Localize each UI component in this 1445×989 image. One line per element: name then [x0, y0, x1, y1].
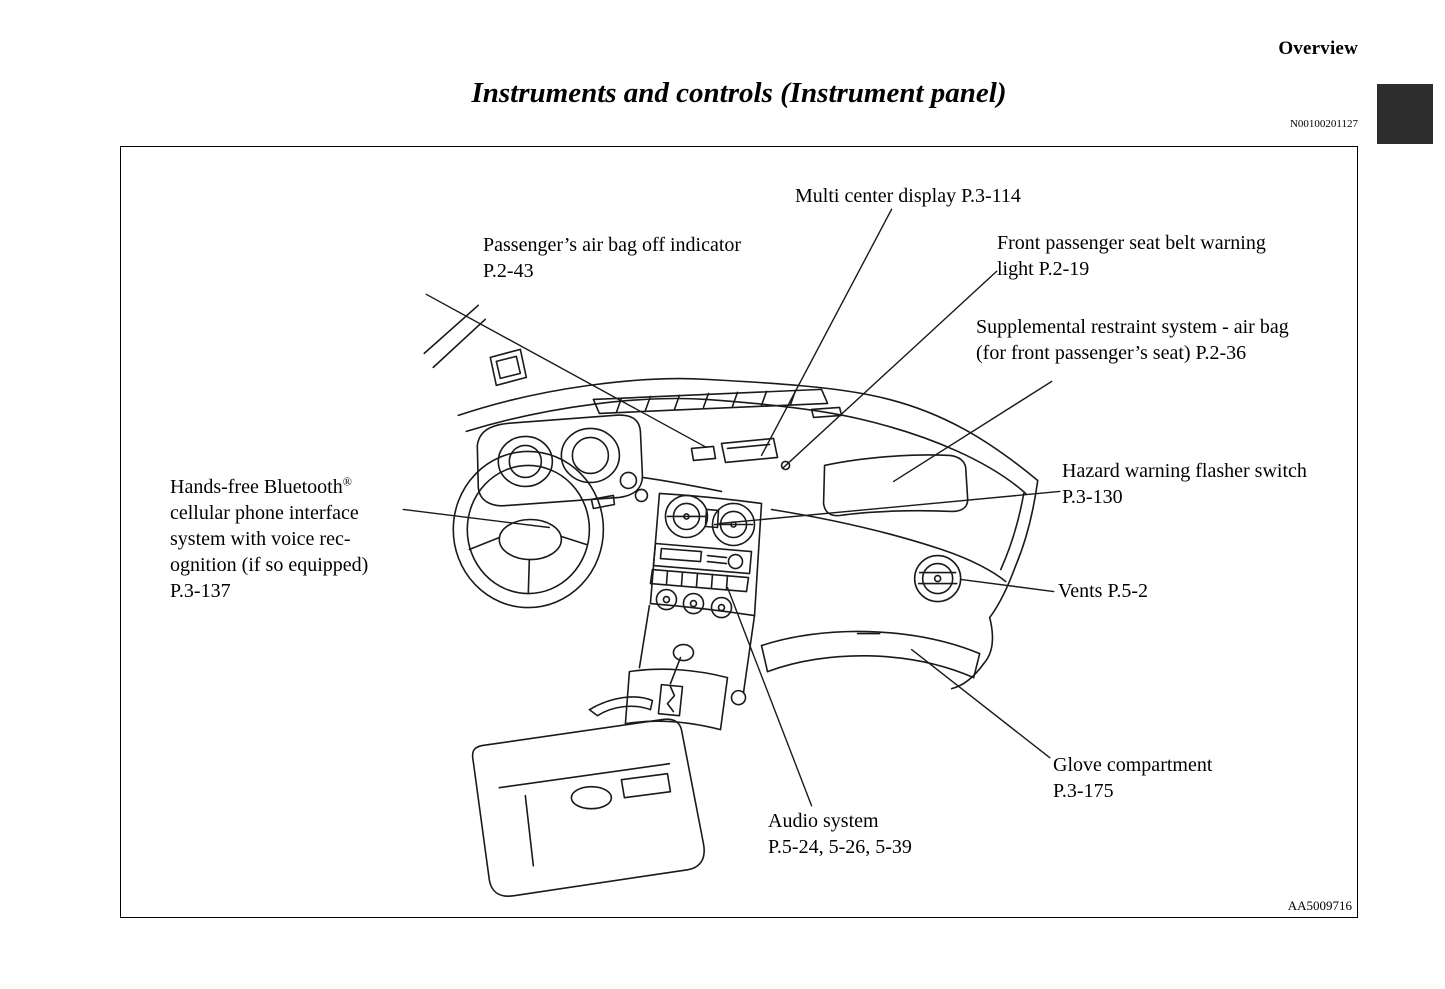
callout-line: light P.2-19 [997, 258, 1090, 280]
figure-code: AA5009716 [1287, 898, 1352, 913]
page-title: Instruments and controls (Instrument pan… [471, 77, 1007, 109]
callout-line: Passenger’s air bag off indicator [483, 234, 742, 256]
callout-line: P.3-130 [1062, 486, 1123, 508]
leader-lines [402, 208, 1061, 807]
registered-mark: ® [342, 474, 352, 489]
leader-seat-belt-warning [782, 270, 998, 469]
callout-line: P.3-175 [1053, 780, 1114, 802]
leader-handsfree [402, 508, 551, 529]
callout-line: cellular phone interface [170, 502, 359, 524]
callout-seat-belt-warning: Front passenger seat belt warning light … [997, 230, 1266, 282]
callout-vents: Vents P.5-2 [1058, 578, 1148, 604]
callout-line: P.2-43 [483, 260, 534, 282]
a-pillar [423, 304, 528, 387]
callout-srs-airbag: Supplemental restraint system - air bag … [976, 314, 1289, 366]
leader-glove-compartment [910, 648, 1051, 759]
callout-line: Hands-free Bluetooth® [170, 474, 368, 500]
callout-glove-compartment: Glove compartment P.3-175 [1053, 752, 1212, 804]
callout-line: Front passenger seat belt warning [997, 232, 1266, 254]
section-label: Overview [1278, 38, 1358, 59]
multi-center-display-part [690, 437, 791, 471]
figure-box: Multi center display P.3-114 Passenger’s… [120, 146, 1358, 918]
callout-multi-center-display: Multi center display P.3-114 [795, 183, 1021, 209]
glove-compartment-part [760, 630, 981, 679]
page-edge-tab [1377, 84, 1433, 144]
callout-line: Vents P.5-2 [1058, 580, 1149, 602]
leader-hazard-switch [718, 490, 1061, 525]
callout-line: (for front passenger’s seat) P.2-36 [976, 342, 1247, 364]
shifter-console [588, 604, 756, 731]
leader-multi-center-display [760, 208, 893, 457]
dash-top [457, 377, 1039, 495]
instrument-panel-illustration [402, 208, 1061, 897]
leader-audio-system [726, 586, 813, 807]
leader-vents [960, 578, 1055, 593]
callout-line: P.5-24, 5-26, 5-39 [768, 836, 912, 858]
center-console-armrest [471, 718, 705, 897]
leader-srs-airbag [892, 380, 1053, 483]
instrument-cluster [476, 414, 649, 507]
callout-line: Audio system [768, 810, 879, 832]
callout-line: Multi center display P.3-114 [795, 185, 1021, 207]
callout-line: Supplemental restraint system - air bag [976, 316, 1289, 338]
passenger-vent [913, 554, 962, 603]
dash-mid-lines [641, 476, 1007, 583]
center-stack [649, 492, 763, 619]
callout-audio-system: Audio system P.5-24, 5-26, 5-39 [768, 808, 912, 860]
callout-line: system with voice rec- [170, 528, 351, 550]
callout-line: Hazard warning flasher switch [1062, 460, 1307, 482]
callout-passenger-airbag-off: Passenger’s air bag off indicator P.2-43 [483, 232, 741, 284]
dash-right-edge [950, 479, 1039, 690]
callout-line: P.3-137 [170, 580, 231, 602]
steering-wheel [452, 450, 616, 609]
handsfree-text: Hands-free Bluetooth [170, 476, 343, 498]
doc-reference-code: N00100201127 [1289, 118, 1358, 130]
callout-line: ognition (if so equipped) [170, 554, 369, 576]
leader-passenger-airbag-off [425, 293, 708, 449]
callout-hazard-switch: Hazard warning flasher switch P.3-130 [1062, 458, 1307, 510]
callout-line: Glove compartment [1053, 754, 1213, 776]
passenger-airbag-panel [822, 454, 969, 517]
callout-handsfree-bluetooth: Hands-free Bluetooth® cellular phone int… [170, 474, 368, 604]
